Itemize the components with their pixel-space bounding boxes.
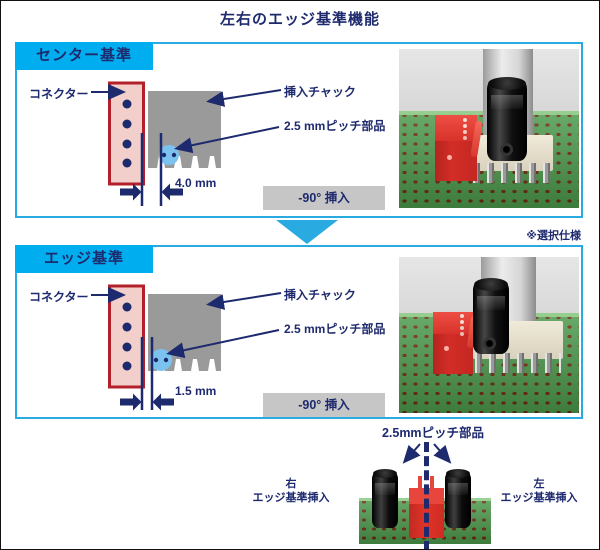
connector-pin-dots [463, 118, 467, 122]
edge-diagram [91, 284, 282, 411]
chuck-label: 挿入チャック [284, 85, 356, 99]
pitch-label: 2.5 mmピッチ部品 [284, 322, 386, 336]
gripper-fingers [475, 353, 561, 373]
connector-label: コネクター [29, 290, 89, 304]
connector-front-face [433, 334, 473, 374]
right-edge-insertion-label: 右 エッジ基準挿入 [233, 478, 349, 506]
right-edge-line1: 右 [285, 478, 297, 490]
connector-top-face [433, 312, 473, 334]
chuck-label-arrow [206, 292, 282, 310]
pitch-component-shape [159, 145, 179, 165]
arrow-to-left-component [402, 443, 421, 464]
bottom-pitch-label: 2.5mmピッチ部品 [381, 426, 485, 440]
page-title: 左右のエッジ基準機能 [219, 11, 380, 28]
dimension-value: 1.5 mm [175, 384, 217, 398]
gripper-fingers [473, 163, 553, 183]
panel-center-reference: センター基準 [15, 42, 583, 218]
connector-pin-dots [460, 314, 464, 318]
insertion-chuck-shape [148, 91, 221, 168]
right-edge-line2: エッジ基準挿入 [252, 491, 330, 504]
capacitor-top [446, 469, 470, 478]
pitch-label-arrow [174, 126, 280, 154]
connector-shape [108, 81, 145, 186]
panel-center-header: センター基準 [15, 42, 153, 70]
insertion-angle-badge: -90° 挿入 [263, 186, 385, 210]
chuck-label-arrow [206, 89, 282, 107]
arrow-to-right-component [433, 443, 452, 464]
insertion-angle-badge: -90° 挿入 [263, 393, 385, 417]
dimension-arrow-left [120, 393, 142, 411]
capacitor-ring [483, 337, 496, 350]
center-diagram [91, 81, 282, 206]
pitch-label-arrow [166, 329, 280, 359]
capacitor-top [373, 469, 397, 478]
down-arrow [276, 220, 338, 244]
panel-edge-header: エッジ基準 [15, 245, 153, 273]
component-lead-right [171, 152, 177, 158]
dimension-arrow-left [120, 183, 142, 201]
left-edge-insertion-label: 左 エッジ基準挿入 [481, 478, 597, 506]
capacitor [487, 77, 527, 161]
left-edge-line2: エッジ基準挿入 [500, 491, 578, 504]
pitch-component-shape [150, 349, 172, 371]
chuck-label: 挿入チャック [284, 288, 356, 302]
component-lead-right [163, 357, 169, 363]
red-connector [433, 312, 479, 374]
red-connector [435, 115, 483, 181]
capacitor-ring [500, 143, 513, 156]
pitch-label: 2.5 mmピッチ部品 [284, 119, 386, 133]
capacitor-top [474, 278, 508, 291]
option-note: ※選択仕様 [526, 230, 581, 242]
capacitor-left [372, 469, 398, 528]
left-edge-line1: 左 [533, 478, 545, 490]
panel-edge-reference: エッジ基準 コ [15, 245, 583, 419]
component-lead-left [161, 152, 167, 158]
connector-pins [122, 302, 132, 371]
connector-highlight [447, 155, 452, 160]
connector-highlight [444, 346, 449, 351]
center-dashed-line [424, 442, 429, 549]
dimension-arrow-right [152, 393, 174, 411]
center-reference-photo [399, 49, 579, 208]
connector-front-face [435, 141, 477, 181]
connector-label: コネクター [29, 87, 89, 101]
connector-pin [430, 476, 434, 489]
bottom-arrows [402, 443, 452, 464]
dimension-arrow-right [161, 183, 183, 201]
capacitor-top [488, 77, 526, 90]
connector-top-face [435, 115, 477, 141]
dimension-value: 4.0 mm [175, 176, 217, 190]
capacitor [473, 278, 509, 354]
component-lead-left [153, 357, 159, 363]
connector-shape [108, 284, 145, 389]
connector-pin [418, 476, 422, 489]
edge-reference-photo [399, 257, 579, 413]
connector-pins [122, 99, 132, 168]
capacitor-right [445, 469, 471, 528]
